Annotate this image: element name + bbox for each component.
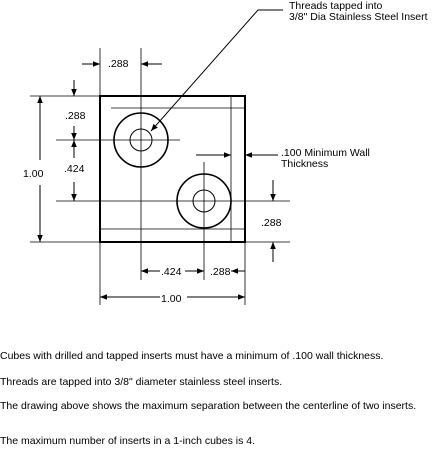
dim-label-left-spacing: .424 <box>64 163 85 175</box>
callout-insert-line2: 3/8" Dia Stainless Steel Insert <box>289 11 428 23</box>
dim-label-top-offset: .288 <box>108 58 129 70</box>
callout-wall-line1: .100 Minimum Wall <box>281 147 370 159</box>
dim-label-left-offset: .288 <box>65 110 86 122</box>
note-max-separation: The drawing above shows the maximum sepa… <box>0 400 417 412</box>
dim-label-right-offset: .288 <box>261 217 282 229</box>
dim-label-bottom-spacing: .424 <box>161 266 182 278</box>
note-insert-material: Threads are tapped into 3/8" diameter st… <box>0 376 283 388</box>
note-max-inserts: The maximum number of inserts in a 1-inc… <box>0 435 256 447</box>
cube-outline <box>99 95 246 243</box>
dim-label-bottom-overall: 1.00 <box>161 293 182 305</box>
cube-insert-drawing: Threads tapped into 3/8" Dia Stainless S… <box>23 0 428 305</box>
note-wall-thickness: Cubes with drilled and tapped inserts mu… <box>0 350 384 362</box>
callout-wall-line2: Thickness <box>281 158 328 170</box>
callout-insert-line1: Threads tapped into <box>289 0 383 12</box>
insert-leader <box>150 9 283 132</box>
dim-label-left-overall: 1.00 <box>23 168 44 180</box>
dim-label-bottom-offset: .288 <box>210 266 231 278</box>
